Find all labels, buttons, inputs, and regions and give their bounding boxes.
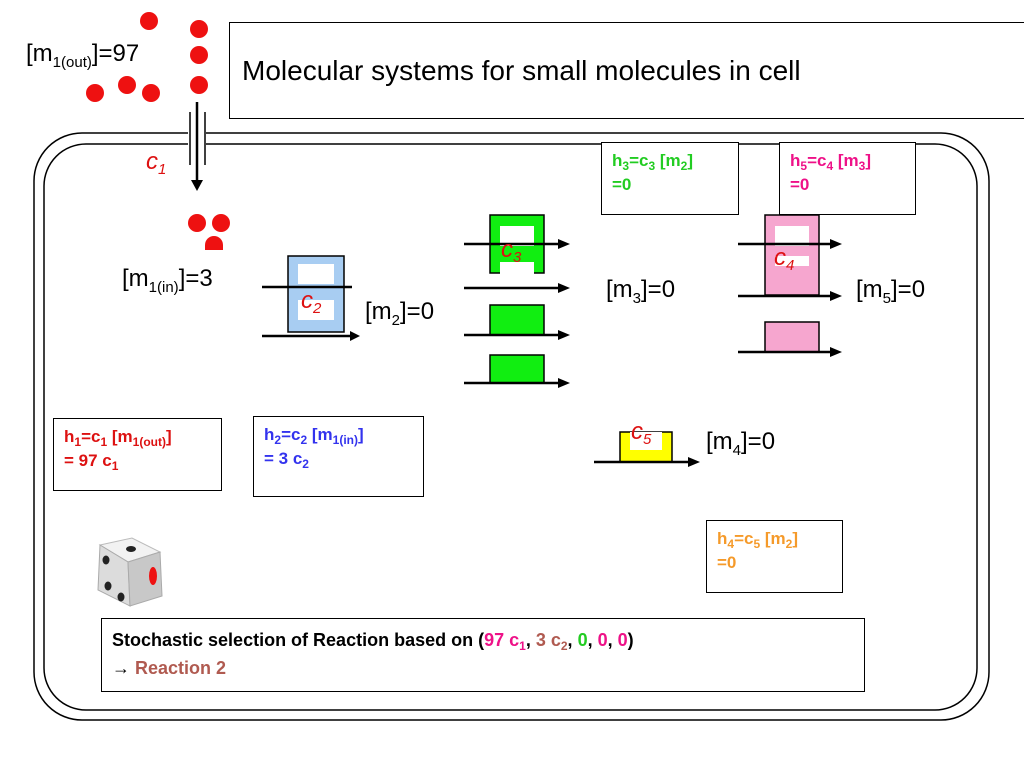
propensity-h1: h1=c1 [m1(out)] = 97 c1 — [53, 418, 222, 491]
molecule-out-dot — [86, 84, 104, 102]
page-title: Molecular systems for small molecules in… — [242, 55, 801, 86]
right-arrow-icon: → — [112, 658, 130, 678]
molecule-out-dot — [190, 76, 208, 94]
c3-label: c3 — [501, 236, 522, 266]
title-box: Molecular systems for small molecules in… — [229, 22, 1024, 119]
c1-label: c1 — [146, 148, 167, 178]
m1-in-label: [m1(in)]=3 — [122, 265, 213, 296]
molecule-out-dot — [190, 20, 208, 38]
c2-label: c2 — [301, 287, 322, 317]
selection-line: Stochastic selection of Reaction based o… — [112, 630, 634, 653]
molecule-in-dot — [205, 236, 223, 250]
propensity-h5: h5=c4 [m3] =0 — [779, 142, 916, 215]
dice-icon — [97, 537, 163, 607]
c5-label: c5 — [631, 418, 652, 448]
molecule-out-dot — [140, 12, 158, 30]
c4-label: c4 — [774, 244, 795, 274]
molecule-out-dot — [190, 46, 208, 64]
m4-label: [m4]=0 — [706, 428, 776, 459]
selection-result: → Reaction 2 — [112, 658, 227, 678]
m5-label: [m5]=0 — [856, 276, 926, 307]
m3-label: [m3]=0 — [606, 276, 676, 307]
molecule-out-dot — [142, 84, 160, 102]
molecule-in-dot — [212, 214, 230, 232]
propensity-h3: h3=c3 [m2] =0 — [601, 142, 739, 215]
molecule-in-dot — [188, 214, 206, 232]
m2-label: [m2]=0 — [365, 298, 435, 329]
propensity-h4: h4=c5 [m2] =0 — [706, 520, 843, 593]
m1-out-label: [m1(out)]=97 — [26, 40, 140, 71]
selection-box: Stochastic selection of Reaction based o… — [101, 618, 865, 692]
propensity-h2: h2=c2 [m1(in)] = 3 c2 — [253, 416, 424, 497]
molecule-out-dot — [118, 76, 136, 94]
